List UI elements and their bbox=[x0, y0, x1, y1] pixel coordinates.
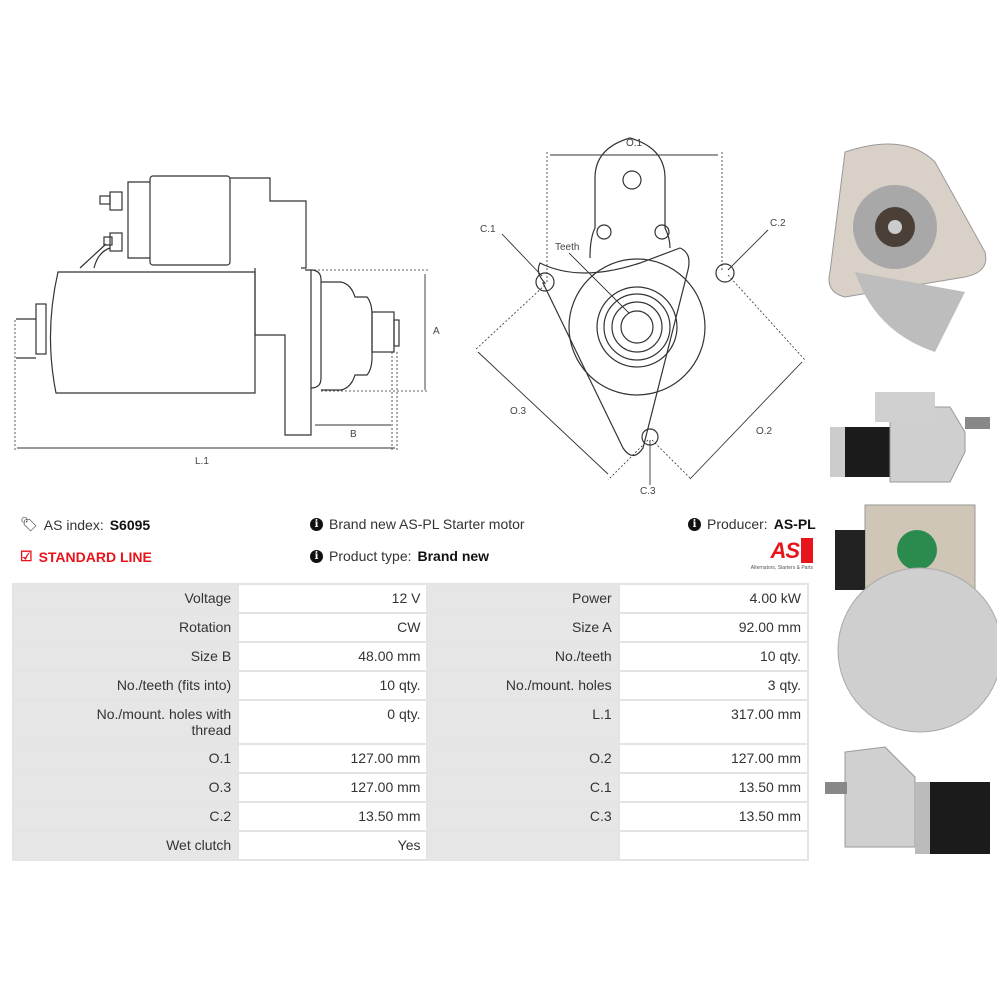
spec-value: 13.50 mm bbox=[237, 801, 429, 832]
end-view-drawing: O.1 O.3 O.2 C.1 C.2 C.3 Teeth bbox=[474, 137, 806, 497]
spec-value: 12 V bbox=[237, 583, 429, 614]
spec-label: C.2 bbox=[11, 801, 240, 832]
spec-label: L.1 bbox=[426, 699, 620, 745]
product-type: i Product type: Brand new bbox=[310, 548, 489, 564]
info-icon: i bbox=[688, 517, 701, 531]
spec-label: Voltage bbox=[11, 583, 240, 614]
dim-c1-label: C.1 bbox=[480, 224, 496, 235]
spec-value: 0 qty. bbox=[237, 699, 429, 745]
producer: i Producer: AS-PL bbox=[688, 516, 816, 532]
spec-label: C.1 bbox=[426, 772, 620, 803]
spec-label: Size B bbox=[11, 641, 240, 672]
side-view-drawing: L.1 A B bbox=[14, 175, 440, 467]
spec-label: No./mount. holes with thread bbox=[11, 699, 240, 745]
photo-front-view bbox=[828, 143, 987, 352]
teeth-label: Teeth bbox=[555, 242, 579, 253]
spec-label: Rotation bbox=[11, 612, 240, 643]
spec-label: No./mount. holes bbox=[426, 670, 620, 701]
spec-value: 10 qty. bbox=[617, 641, 810, 672]
dim-o1-label: O.1 bbox=[626, 138, 643, 149]
spec-value: 13.50 mm bbox=[617, 772, 810, 803]
dim-l1-label: L.1 bbox=[195, 456, 209, 467]
as-pl-logo: AS Alternators, Starters & Parts bbox=[718, 538, 813, 571]
spec-value: 48.00 mm bbox=[237, 641, 429, 672]
description: i Brand new AS-PL Starter motor bbox=[310, 516, 525, 532]
as-index: 🏷︎ AS index: S6095 bbox=[20, 516, 150, 533]
spec-label: O.2 bbox=[426, 743, 620, 774]
spec-value: 92.00 mm bbox=[617, 612, 810, 643]
spec-value: Yes bbox=[237, 830, 429, 861]
photo-side-view-2 bbox=[825, 746, 990, 854]
dim-o2-label: O.2 bbox=[756, 426, 773, 437]
photo-rear-view bbox=[835, 504, 997, 733]
logo-tagline: Alternators, Starters & Parts bbox=[750, 565, 813, 571]
dim-c3-label: C.3 bbox=[640, 486, 656, 497]
spec-value: 127.00 mm bbox=[237, 743, 429, 774]
producer-value: AS-PL bbox=[773, 516, 816, 532]
product-type-value: Brand new bbox=[417, 548, 490, 564]
spec-label: Wet clutch bbox=[11, 830, 240, 861]
product-photos bbox=[825, 143, 997, 854]
dim-a-label: A bbox=[433, 326, 440, 337]
spec-value: 127.00 mm bbox=[237, 772, 429, 803]
producer-label: Producer: bbox=[707, 516, 768, 532]
spec-label: No./teeth bbox=[426, 641, 620, 672]
tag-icon: 🏷︎ bbox=[20, 516, 38, 532]
spec-label: O.1 bbox=[11, 743, 240, 774]
spec-value bbox=[617, 830, 810, 861]
spec-label: C.3 bbox=[426, 801, 620, 832]
spec-value: 13.50 mm bbox=[617, 801, 810, 832]
spec-value: CW bbox=[237, 612, 429, 643]
spec-value: 10 qty. bbox=[237, 670, 429, 701]
as-index-label: AS index: bbox=[43, 516, 104, 533]
spec-value: 317.00 mm bbox=[617, 699, 810, 745]
as-index-value: S6095 bbox=[109, 516, 151, 533]
photo-side-view bbox=[830, 392, 990, 483]
spec-value: 127.00 mm bbox=[617, 743, 810, 774]
description-text: Brand new AS-PL Starter motor bbox=[329, 516, 525, 532]
spec-value: 3 qty. bbox=[617, 670, 810, 701]
dim-o3-label: O.3 bbox=[510, 406, 527, 417]
spec-label: O.3 bbox=[11, 772, 240, 803]
dim-b-label: B bbox=[350, 429, 357, 440]
info-icon: i bbox=[310, 549, 323, 563]
dim-c2-label: C.2 bbox=[770, 218, 786, 229]
logo-text: AS bbox=[770, 538, 813, 563]
spec-value: 4.00 kW bbox=[617, 583, 810, 614]
standard-line-label: STANDARD LINE bbox=[38, 548, 152, 565]
product-type-label: Product type: bbox=[329, 548, 412, 564]
spec-row: No./teeth (fits into)10 qty.No./mount. h… bbox=[11, 670, 810, 701]
spec-label: Power bbox=[426, 583, 620, 614]
spec-label bbox=[426, 830, 620, 861]
info-icon: i bbox=[310, 517, 323, 531]
standard-line-badge: ☑ STANDARD LINE bbox=[20, 548, 152, 565]
spec-label: No./teeth (fits into) bbox=[11, 670, 240, 701]
spec-label: Size A bbox=[426, 612, 620, 643]
checkbox-icon: ☑ bbox=[20, 548, 33, 564]
